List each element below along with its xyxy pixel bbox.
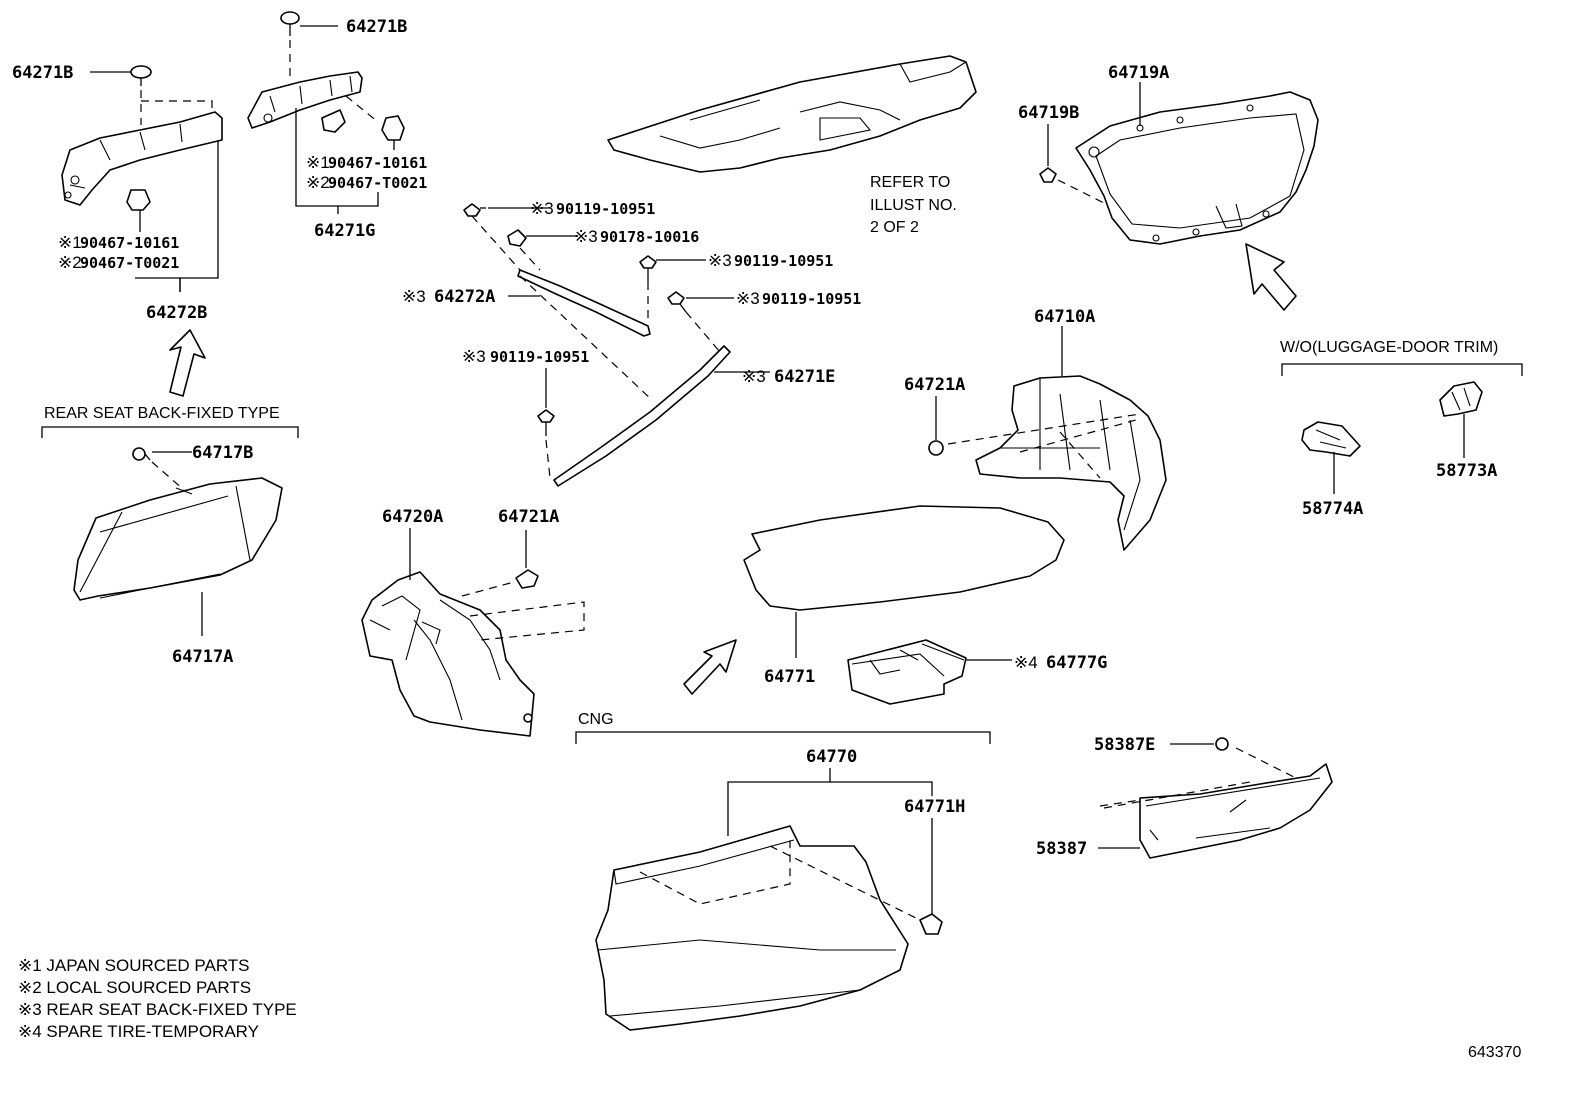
- part-64770-label: 64770: [806, 747, 857, 767]
- group-cng-label: CNG: [578, 711, 614, 728]
- subpart-90119-10951-b: 90119-10951: [734, 252, 833, 270]
- trim-64719A-illustration: [1039, 82, 1319, 245]
- part-64717B-label: 64717B: [192, 443, 253, 463]
- mark-1-top: ※1: [306, 153, 330, 172]
- strap-assembly-illustration: [463, 203, 770, 487]
- panel-64770-illustration: [595, 818, 943, 1031]
- part-64271E-label: 64271E: [774, 367, 835, 387]
- subpart-90467-10161-top: 90467-10161: [328, 154, 427, 172]
- mark-2-top: ※2: [306, 173, 330, 192]
- part-58774A-label: 58774A: [1302, 499, 1363, 519]
- subpart-90467-10161-left: 90467-10161: [80, 234, 179, 252]
- part-64771-label: 64771: [764, 667, 815, 687]
- mark-3-b3: ※3: [708, 251, 732, 270]
- package-tray-illustration: [607, 55, 977, 173]
- up-arrow-right-icon: [1245, 243, 1297, 311]
- mark-4-64777G: ※4: [1014, 653, 1038, 672]
- mark-3-b2: ※3: [574, 227, 598, 246]
- refer-line-2: ILLUST NO.: [870, 197, 957, 214]
- trim-64272B-illustration: [61, 65, 223, 292]
- block-64777G-illustration: [847, 639, 1012, 705]
- part-58773A-label: 58773A: [1436, 461, 1497, 481]
- subpart-90119-10951-c: 90119-10951: [762, 290, 861, 308]
- legend-item-3: ※3 REAR SEAT BACK-FIXED TYPE: [18, 1000, 297, 1019]
- subpart-90119-10951-a: 90119-10951: [556, 200, 655, 218]
- mark-3-64272A: ※3: [402, 287, 426, 306]
- trunk-mat-64771-illustration: [743, 505, 1065, 658]
- up-right-arrow-icon: [683, 639, 737, 695]
- subpart-90467-T0021-left: 90467-T0021: [80, 254, 179, 272]
- subpart-90467-T0021-top: 90467-T0021: [328, 174, 427, 192]
- legend-item-2: ※2 LOCAL SOURCED PARTS: [18, 978, 251, 997]
- mark-1: ※1: [58, 233, 82, 252]
- part-64272A-label: 64272A: [434, 287, 495, 307]
- part-64720A-label: 64720A: [382, 507, 443, 527]
- legend-item-4: ※4 SPARE TIRE-TEMPORARY: [18, 1022, 259, 1041]
- part-64777G-label: 64777G: [1046, 653, 1107, 673]
- trim-64717A-illustration: [73, 447, 283, 636]
- mark-3-b1: ※3: [530, 199, 554, 218]
- trim-58774A-58773A-illustration: [1301, 381, 1483, 494]
- trim-64710A-illustration: [928, 326, 1167, 551]
- part-58387E-label: 58387E: [1094, 735, 1155, 755]
- part-64271G-label: 64271G: [314, 221, 375, 241]
- part-64710A-label: 64710A: [1034, 307, 1095, 327]
- subpart-90178-10016: 90178-10016: [600, 228, 699, 246]
- part-64719A-label: 64719A: [1108, 63, 1169, 83]
- part-64717A-label: 64717A: [172, 647, 233, 667]
- legend-item-1: ※1 JAPAN SOURCED PARTS: [18, 956, 250, 975]
- part-64719B-label: 64719B: [1018, 103, 1079, 123]
- subpart-90119-10951-d: 90119-10951: [490, 348, 589, 366]
- mark-3-b5: ※3: [462, 347, 486, 366]
- trim-64271G-illustration: [247, 11, 405, 214]
- mark-2: ※2: [58, 253, 82, 272]
- part-64771H-label: 64771H: [904, 797, 965, 817]
- part-64721A-right-label: 64721A: [904, 375, 965, 395]
- part-64271B-left-label: 64271B: [12, 63, 73, 83]
- group-wo-luggage-label: W/O(LUGGAGE-DOOR TRIM): [1280, 339, 1498, 356]
- part-58387-label: 58387: [1036, 839, 1087, 859]
- trim-64720A-illustration: [361, 528, 585, 737]
- part-64272B-label: 64272B: [146, 303, 207, 323]
- group-rear-seat-fixed-label: REAR SEAT BACK-FIXED TYPE: [44, 405, 280, 422]
- refer-line-3: 2 OF 2: [870, 219, 919, 236]
- plate-58387-illustration: [1098, 737, 1333, 859]
- legend: ※1 JAPAN SOURCED PARTS ※2 LOCAL SOURCED …: [18, 956, 297, 1041]
- figure-id: 643370: [1468, 1044, 1521, 1061]
- up-arrow-icon: [169, 329, 206, 397]
- refer-line-1: REFER TO: [870, 174, 950, 191]
- part-64271B-top-label: 64271B: [346, 17, 407, 37]
- part-64721A-left-label: 64721A: [498, 507, 559, 527]
- mark-3-b4: ※3: [736, 289, 760, 308]
- mark-3-64271E: ※3: [742, 367, 766, 386]
